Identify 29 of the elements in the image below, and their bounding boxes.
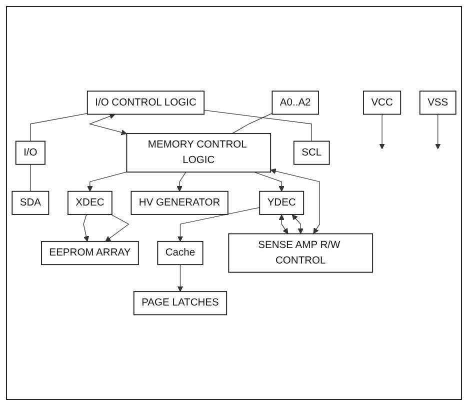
block-box: VSS [419,90,456,115]
block-box: HV GENERATOR [130,190,228,216]
arrow [379,114,385,150]
block-box: PAGE LATCHES [133,291,228,316]
arrow [105,214,130,242]
block-box: MEMORY CONTROL LOGIC [126,133,272,173]
block-box: EEPROM ARRAY [41,241,139,266]
arrow [254,172,284,192]
arrow [270,168,320,234]
block-box: SENSE AMP R/W CONTROL [228,233,374,273]
arrow [435,114,441,150]
block-box: SCL [293,140,330,165]
arrow [232,113,273,134]
arrow [83,214,90,242]
block-box: VCC [363,90,402,115]
arrow [177,207,260,242]
arrow [292,214,304,234]
arrow [176,172,186,192]
block-box: YDEC [259,190,304,216]
arrow [88,114,127,136]
block-box: Cache [157,241,204,266]
block-box: SDA [12,190,50,216]
block-box: I/O CONTROL LOGIC [86,90,205,115]
block-box: I/O [15,140,46,165]
arrow [87,172,127,192]
block-box: A0..A2 [272,90,319,115]
block-box: XDEC [67,190,112,216]
arrow [177,264,184,292]
arrow [278,214,288,234]
